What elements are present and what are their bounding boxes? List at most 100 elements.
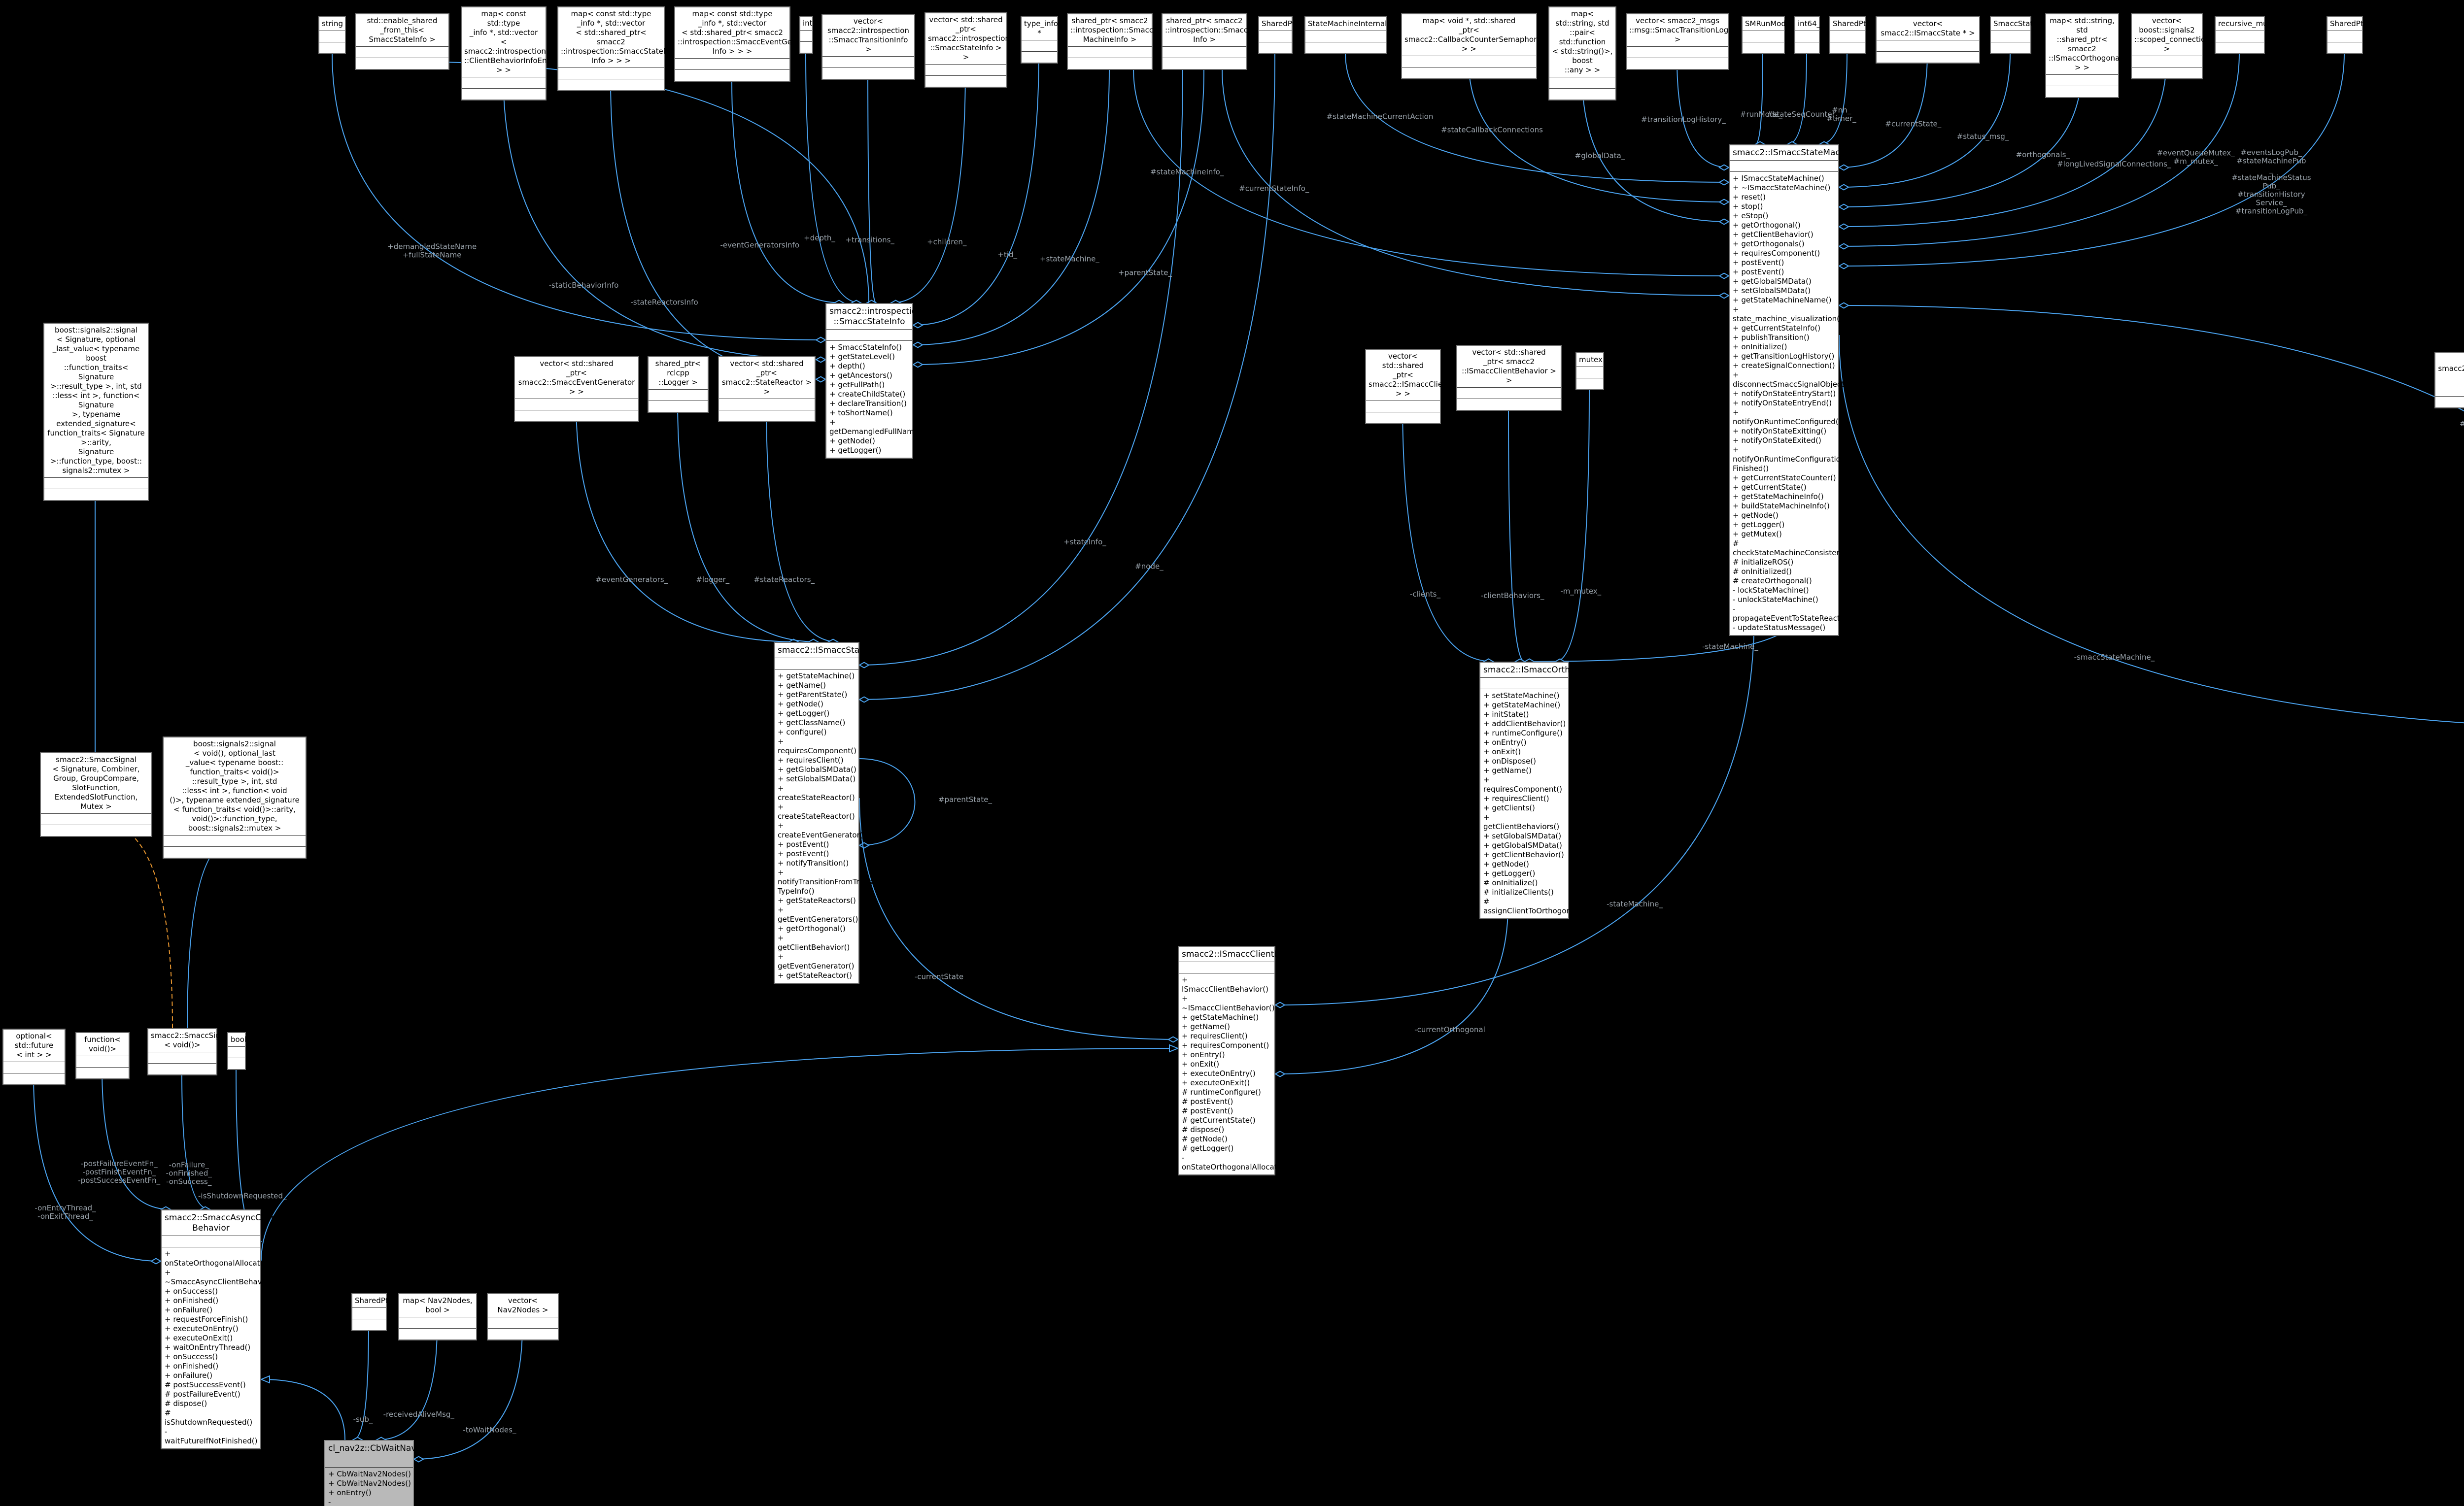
- edge-label: #globalData_: [1575, 151, 1625, 161]
- type-box-t12[interactable]: SharedPtr: [1258, 16, 1298, 54]
- empty-compartment: [356, 46, 448, 58]
- attributes-compartment-empty: [826, 330, 912, 341]
- method-row: + getFullPath(): [829, 380, 885, 389]
- edge-member-t22-ism: [1838, 68, 2082, 210]
- type-box-m2[interactable]: shared_ptr< rclcpp ::Logger >: [648, 356, 709, 413]
- method-row: + requiresClient(): [1182, 1032, 1248, 1040]
- class-box-smacc2-ismaccstate[interactable]: smacc2::ISmaccState+ getStateMachine()+ …: [774, 642, 889, 984]
- type-box-o2[interactable]: vector< std::shared _ptr< smacc2 ::ISmac…: [1456, 345, 1562, 411]
- type-box-s1[interactable]: vector< smacc2::ISmaccUpdatable * >: [2434, 352, 2464, 408]
- method-row: + publishTransition(): [1733, 333, 1810, 342]
- empty-compartment: [399, 1328, 476, 1339]
- type-box-t3[interactable]: map< const std::type _info *, std::vecto…: [461, 6, 557, 100]
- class-box-smacc2-smaccasyncclient[interactable]: smacc2::SmaccAsyncClient Behavior+ onSta…: [161, 1209, 279, 1449]
- class-box-smacc2-introspection[interactable]: smacc2::introspection ::SmaccStateInfo+ …: [825, 303, 924, 459]
- edge-member-t8-ssi: [890, 67, 966, 306]
- type-box-m3[interactable]: vector< std::shared _ptr< smacc2::StateR…: [718, 356, 816, 422]
- method-row: + waitOnEntryThread(): [165, 1343, 251, 1352]
- type-box-o3[interactable]: mutex: [1575, 352, 1604, 390]
- class-box-cl-nav2z-cbwaitnav2nodes[interactable]: cl_nav2z::CbWaitNav2Nodes+ CbWaitNav2Nod…: [324, 1440, 447, 1506]
- method-row: # postEvent(): [1182, 1097, 1233, 1106]
- type-box-b4[interactable]: bool: [227, 1032, 246, 1070]
- method-row: # initializeClients(): [1483, 888, 1554, 897]
- method-row: + getNode(): [1483, 860, 1529, 869]
- empty-compartment: [1877, 40, 1979, 51]
- type-box-t15[interactable]: map< std::string, std ::pair< std::funct…: [1548, 6, 1616, 100]
- empty-compartment: [1549, 77, 1615, 88]
- type-box-b2[interactable]: function< void()>: [75, 1032, 130, 1079]
- type-box-t16[interactable]: vector< smacc2_msgs ::msg::SmaccTransiti…: [1626, 13, 1748, 70]
- method-row: + getLogger(): [778, 709, 830, 718]
- type-box-m1[interactable]: vector< std::shared _ptr< smacc2::SmaccE…: [514, 356, 639, 422]
- edge-label: -receivedAliveMsg_: [383, 1410, 455, 1419]
- type-box-t19[interactable]: SharedPtr: [1829, 16, 1869, 54]
- edge-label: -currentOrthogonal: [1414, 1025, 1485, 1034]
- type-box-t14[interactable]: map< void *, std::shared _ptr< smacc2::C…: [1401, 13, 1541, 79]
- type-box-t17[interactable]: SMRunMode: [1742, 16, 1791, 54]
- type-box-t10[interactable]: shared_ptr< smacc2 ::introspection::Smac…: [1067, 13, 1173, 70]
- type-box-t24[interactable]: recursive_mutex: [2215, 16, 2279, 54]
- type-box-label: type_info *: [1024, 19, 1059, 37]
- type-box-cb2[interactable]: map< Nav2Nodes, bool >: [398, 1293, 477, 1340]
- type-box-t18[interactable]: int64_t: [1794, 16, 1823, 54]
- type-box-t20[interactable]: vector< smacc2::ISmaccState * >: [1876, 16, 1980, 64]
- type-box-t6[interactable]: int: [799, 16, 813, 54]
- type-box-t1[interactable]: string: [318, 16, 346, 54]
- type-box-label: map< std::string, std ::shared_ptr< smac…: [2049, 16, 2122, 72]
- type-box-t5[interactable]: map< const std::type _info *, std::vecto…: [674, 6, 819, 82]
- type-box-t4[interactable]: map< const std::type _info *, std::vecto…: [557, 6, 692, 91]
- empty-compartment: [2132, 56, 2202, 67]
- method-row: + notifyOnStateExited(): [1733, 436, 1821, 445]
- type-box-t7[interactable]: vector< smacc2::introspection ::SmaccTra…: [821, 14, 915, 80]
- type-box-t21[interactable]: SmaccStatus: [1990, 16, 2042, 54]
- type-box-t25[interactable]: SharedPtr: [2327, 16, 2366, 54]
- type-box-label: map< void *, std::shared _ptr< smacc2::C…: [1404, 16, 1541, 53]
- type-box-t9[interactable]: type_info *: [1021, 16, 1058, 64]
- type-box-g1[interactable]: boost::signals2::signal < Signature, opt…: [43, 323, 149, 501]
- empty-compartment: [2327, 31, 2362, 42]
- edge-label: -onEntryThread_-onExitThread_: [34, 1204, 96, 1221]
- empty-compartment: [1576, 367, 1603, 378]
- type-box-label: SMRunMode: [1745, 19, 1791, 28]
- edge-label: -stateMachine_: [1607, 900, 1663, 909]
- type-box-label: shared_ptr< smacc2 ::introspection::Smac…: [1165, 16, 1267, 44]
- type-box-t22[interactable]: map< std::string, std ::shared_ptr< smac…: [2045, 13, 2122, 98]
- method-row: + getNode(): [1733, 511, 1779, 520]
- method-row: + getClientBehavior(): [778, 934, 850, 952]
- edge-member-m3-ist: [766, 402, 839, 645]
- edge-member-t20-ism: [1838, 53, 1928, 171]
- type-box-cb1[interactable]: SharedPtr: [351, 1293, 391, 1331]
- method-row: + eStop(): [1733, 211, 1769, 220]
- type-box-b1[interactable]: optional< std::future < int > >: [2, 1029, 66, 1085]
- methods-compartment: + setStateMachine()+ getStateMachine()+ …: [1480, 689, 1583, 918]
- method-row: + onFailure(): [165, 1371, 213, 1380]
- edge-inherit-b3-g3: [187, 836, 236, 1029]
- empty-compartment: [356, 58, 448, 69]
- empty-compartment: [515, 410, 638, 421]
- type-box-label: vector< std::shared _ptr< smacc2 ::ISmac…: [1462, 348, 1556, 385]
- type-box-t13[interactable]: StateMachineInternalAction: [1304, 16, 1410, 54]
- method-row: + executeOnEntry(): [165, 1324, 239, 1333]
- type-box-cb3[interactable]: vector< Nav2Nodes >: [487, 1293, 559, 1340]
- empty-compartment: [675, 69, 789, 81]
- class-box-smacc2-ismaccorthogonal[interactable]: smacc2::ISmaccOrthogonal+ setStateMachin…: [1479, 662, 1599, 919]
- type-box-t11[interactable]: shared_ptr< smacc2 ::introspection::Smac…: [1162, 13, 1267, 70]
- type-box-t2[interactable]: std::enable_shared _from_this< SmaccStat…: [355, 13, 449, 70]
- type-box-t23[interactable]: vector< boost::signals2 ::scoped_connect…: [2131, 13, 2210, 79]
- type-box-b3[interactable]: smacc2::SmaccSignal < void()>: [147, 1028, 232, 1075]
- type-box-g3[interactable]: boost::signals2::signal < void(), option…: [163, 736, 307, 859]
- type-box-label: boost::signals2::signal < Signature, opt…: [47, 326, 145, 475]
- method-row: + getTransitionLogHistory(): [1733, 352, 1835, 361]
- class-box-smacc2-ismaccstatemachine[interactable]: smacc2::ISmaccStateMachine+ ISmaccStateM…: [1729, 144, 1858, 636]
- edge-member-t4-ssi: [610, 80, 826, 383]
- type-box-label: SharedPtr: [355, 1296, 391, 1305]
- class-box-smacc2-ismaccclientbehavior[interactable]: smacc2::ISmaccClientBehavior+ ISmaccClie…: [1178, 946, 1311, 1175]
- type-box-t8[interactable]: vector< std::shared _ptr< smacc2::intros…: [924, 12, 1010, 88]
- method-row: + getLogger(): [829, 446, 882, 455]
- method-row: # isShutdownRequested(): [165, 1408, 253, 1427]
- empty-compartment: [148, 1063, 216, 1074]
- method-row: + onFinished(): [165, 1362, 219, 1371]
- type-box-g2[interactable]: smacc2::SmaccSignal < Signature, Combine…: [40, 752, 152, 837]
- type-box-o1[interactable]: vector< std::shared _ptr< smacc2::ISmacc…: [1365, 349, 1450, 424]
